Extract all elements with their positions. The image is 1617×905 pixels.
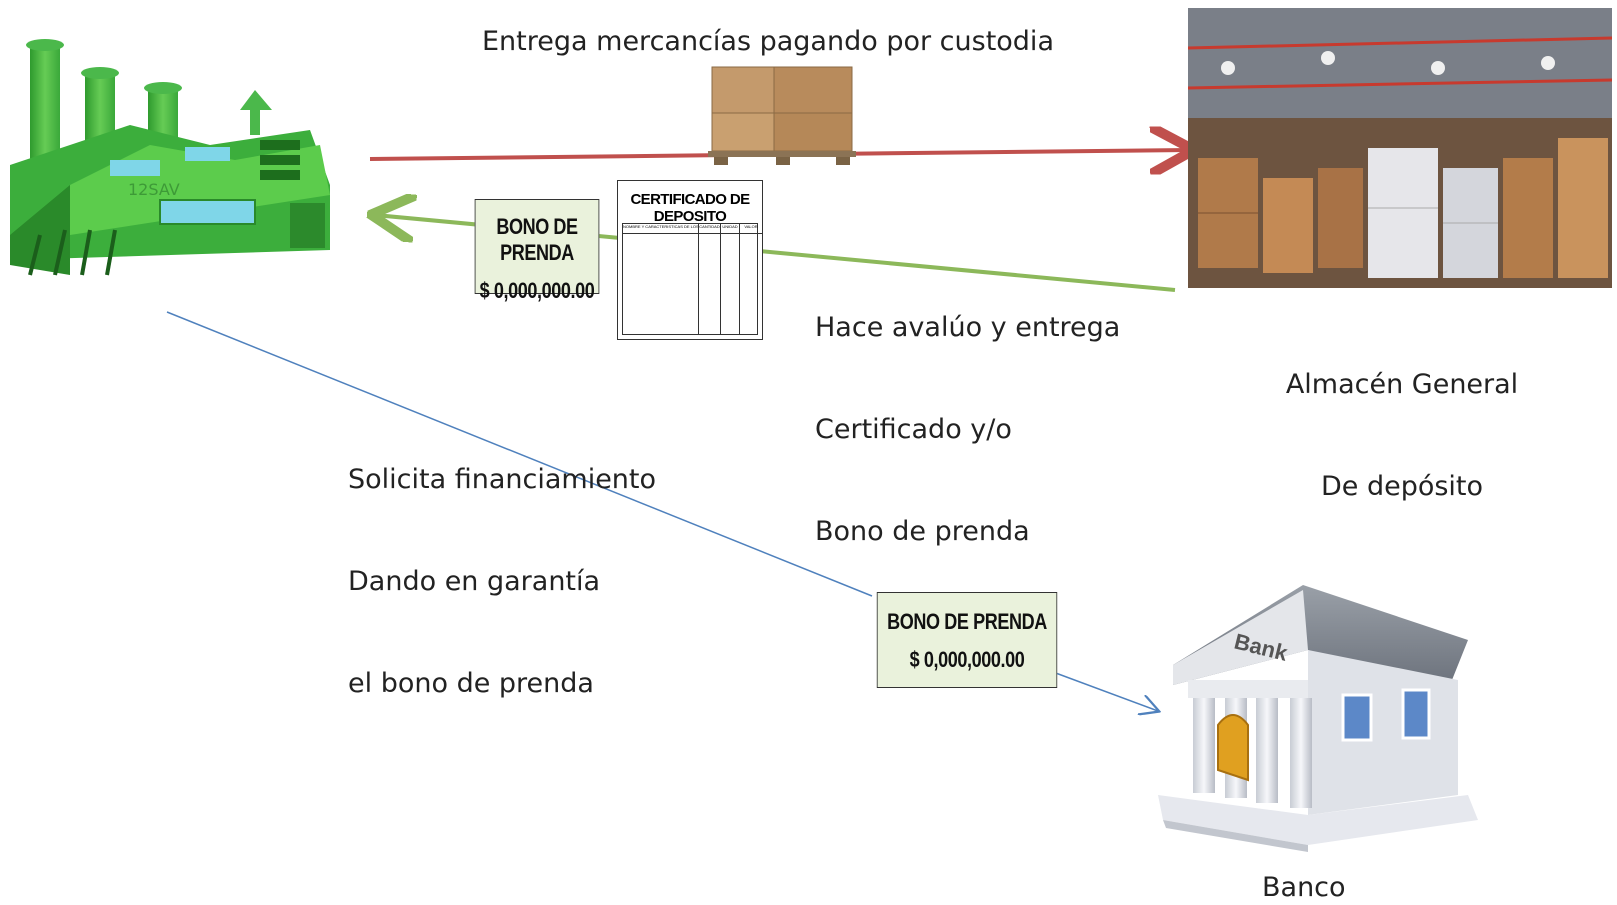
bono-title: BONO DE PRENDA (887, 609, 1047, 634)
bank-building-icon: Bank (1158, 585, 1478, 852)
bono-de-prenda-doc: BONO DE PRENDA $ 0,000,000.00 (474, 199, 600, 303)
warehouse-label: Almacén General De depósito (1262, 300, 1542, 538)
return-label-line1: Hace avalúo y entrega (815, 312, 1121, 343)
warehouse-label-line1: Almacén General (1285, 369, 1519, 400)
bono-amount: $ 0,000,000.00 (909, 647, 1025, 672)
finance-label: Solicita financiamiento Dando en garantí… (348, 395, 656, 735)
finance-label-line2: Dando en garantía (348, 566, 601, 597)
factory-icon: 12SAV (10, 39, 330, 276)
finance-arrow (1052, 671, 1158, 711)
warehouse-label-line2: De depósito (1320, 471, 1484, 502)
bono-amount: $ 0,000,000.00 (479, 278, 595, 303)
certificado-table: NOMBRE Y CARACTERISTICAS DE LOS BIENES C… (622, 223, 762, 335)
bono-de-prenda-doc-bank: BONO DE PRENDA $ 0,000,000.00 (876, 592, 1058, 688)
certificado-col-header: CANTIDAD (699, 224, 721, 234)
certificado-title: CERTIFICADO DE DEPOSITO (630, 191, 750, 225)
bank-label: Banco (1262, 872, 1346, 903)
return-label: Hace avalúo y entrega Certificado y/o Bo… (815, 243, 1120, 583)
box-pallet-icon (708, 66, 856, 165)
bono-title: BONO DE PRENDA (496, 214, 578, 265)
finance-label-line1: Solicita financiamiento (348, 464, 657, 495)
certificado-col-header: NOMBRE Y CARACTERISTICAS DE LOS BIENES (623, 224, 699, 234)
certificado-col-header: VALOR (740, 224, 762, 234)
certificado-col-header: UNIDAD (721, 224, 740, 234)
return-label-line3: Bono de prenda (815, 516, 1030, 547)
finance-label-line3: el bono de prenda (348, 668, 594, 699)
warehouse-photo (1188, 8, 1612, 288)
factory-watermark: 12SAV (128, 180, 180, 199)
finance-line (166, 311, 873, 597)
return-label-line2: Certificado y/o (815, 414, 1012, 445)
deliver-label: Entrega mercancías pagando por custodia (482, 26, 1054, 57)
certificado-deposito-doc: CERTIFICADO DE DEPOSITO NOMBRE Y CARACTE… (617, 180, 763, 340)
